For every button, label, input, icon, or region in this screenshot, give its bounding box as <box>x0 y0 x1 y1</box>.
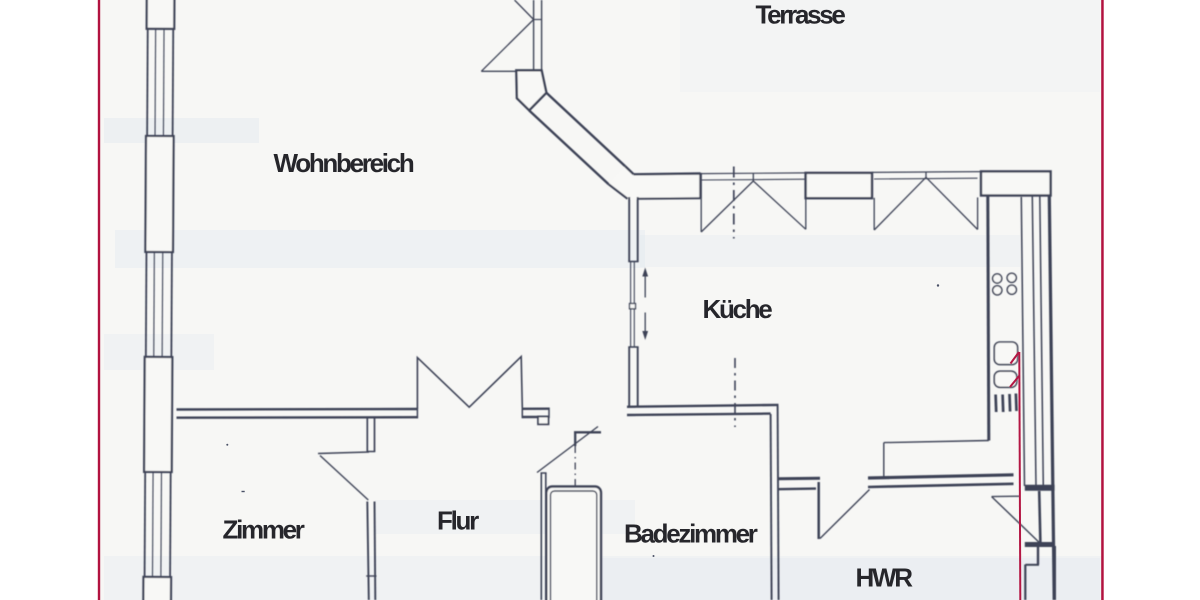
svg-text:Terrasse: Terrasse <box>756 0 846 30</box>
svg-text:Flur: Flur <box>437 506 479 536</box>
svg-text:Badezimmer: Badezimmer <box>624 518 758 548</box>
svg-text:Küche: Küche <box>703 294 773 324</box>
svg-text:Zimmer: Zimmer <box>223 515 305 545</box>
svg-text:Wohnbereich: Wohnbereich <box>274 148 414 178</box>
svg-text:HWR: HWR <box>856 563 914 593</box>
